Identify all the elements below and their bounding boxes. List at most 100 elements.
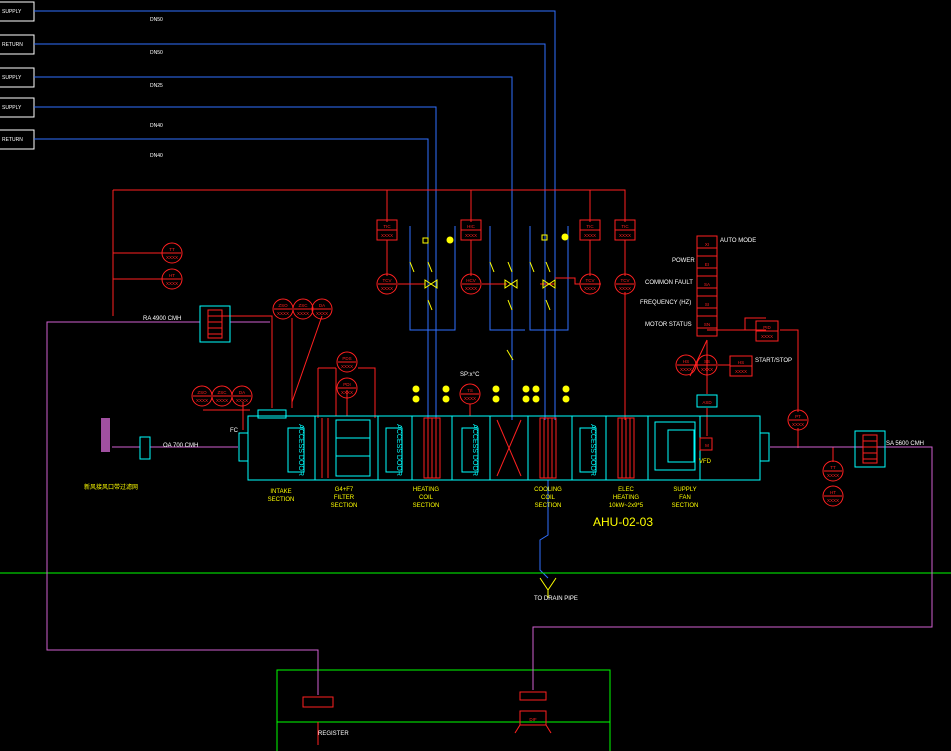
access-door-label: ACCESS DOOR — [297, 424, 304, 476]
section-heating-l3: SECTION — [413, 503, 440, 509]
tt-value: XXXX — [827, 473, 839, 478]
zso-tag: ZSO — [197, 390, 207, 395]
drain-label: TO DRAIN PIPE — [534, 596, 578, 602]
tcv-value: XXXX — [619, 286, 631, 291]
section-intake-l2: SECTION — [268, 497, 295, 503]
ahu-internals — [287, 419, 696, 477]
da-tag: DA — [319, 303, 325, 308]
zso-value: XXXX — [196, 398, 208, 403]
section-heating-l1: HEATING — [413, 487, 440, 493]
control-valves — [409, 233, 570, 598]
return-airflow: RA 4900 CMH — [143, 316, 181, 322]
status-code: SI — [705, 302, 709, 307]
tic-value: XXXX — [381, 233, 393, 238]
section-cooling-l3: SECTION — [535, 503, 562, 509]
zso-value: XXXX — [277, 311, 289, 316]
da-value: XXXX — [316, 311, 328, 316]
access-door-label: ACCESS DOOR — [589, 424, 596, 476]
section-elec-l2: HEATING — [613, 495, 640, 501]
pdi-value: XXXX — [341, 390, 353, 395]
pid-tag: PID — [763, 325, 771, 330]
tcv-value: XXXX — [584, 286, 596, 291]
status-labels: AUTO MODE POWER COMMON FAULT FREQUENCY (… — [640, 238, 756, 328]
section-fan-l2: FAN — [679, 495, 691, 501]
pt-value: XXXX — [792, 422, 804, 427]
ts-value: XXXX — [464, 396, 476, 401]
water-pipes — [34, 10, 569, 579]
pt-tag: PT — [795, 414, 801, 419]
register-label: REGISTER — [318, 731, 349, 737]
hs-box-value: XXXX — [735, 369, 747, 374]
status-point-label: POWER — [672, 258, 695, 264]
pds-value: XXXX — [341, 364, 353, 369]
tt-tag: TT — [830, 465, 836, 470]
outdoor-airflow: OA 700 CMH — [163, 443, 198, 449]
dif-tag: DIF — [529, 717, 537, 722]
section-cooling-l2: COIL — [541, 495, 556, 501]
tt-value: XXXX — [166, 255, 178, 260]
ahu-tag: AHU-02-03 — [593, 515, 653, 529]
section-heating-l2: COIL — [419, 495, 434, 501]
hic-tag: HIC — [467, 224, 476, 229]
pipe-size-2: DN50 — [150, 50, 163, 56]
hs-value: XXXX — [680, 367, 692, 372]
ts-tag: TS — [467, 388, 473, 393]
pipe-label-1: SUPPLY — [2, 9, 22, 15]
section-labels: INTAKE SECTION G4+F7 FILTER SECTION HEAT… — [268, 487, 699, 509]
motor-tag: M — [705, 443, 709, 448]
vfd-label: VFD — [699, 459, 712, 465]
ahu-body — [139, 305, 886, 481]
tcv-tag: TCV — [621, 278, 630, 283]
section-elec-l1: ELEC — [618, 487, 634, 493]
status-code: EI — [705, 262, 709, 267]
zsc-value: XXXX — [297, 311, 309, 316]
start-stop-label: START/STOP — [755, 358, 792, 364]
coils — [207, 309, 878, 726]
hic-value: XXXX — [465, 233, 477, 238]
ht-tag: HT — [830, 490, 836, 495]
status-point-label: MOTOR STATUS — [645, 322, 692, 328]
hs-tag: HS — [683, 359, 689, 364]
zso-tag: ZSO — [278, 303, 288, 308]
pipe-label-4: SUPPLY — [2, 105, 22, 111]
ht-value: XXXX — [166, 281, 178, 286]
pipe-size-3: DN25 — [150, 83, 163, 89]
status-point-label: FREQUENCY (HZ) — [640, 300, 691, 306]
pdi-tag: PDI — [343, 382, 351, 387]
setpoint: SP:x°C — [460, 372, 480, 378]
air-ducts — [46, 321, 933, 695]
section-filter-l1: G4+F7 — [335, 487, 354, 493]
pipe-header-labels: SUPPLY RETURN SUPPLY SUPPLY RETURN — [2, 9, 23, 143]
asd-tag: ASD — [702, 400, 712, 405]
tcv-value: XXXX — [381, 286, 393, 291]
tcv-tag: TCV — [586, 278, 595, 283]
section-filter-l3: SECTION — [331, 503, 358, 509]
floor-lines — [0, 572, 951, 751]
section-fan-l1: SUPPLY — [673, 487, 696, 493]
status-code: SN — [704, 322, 710, 327]
status-code: XI — [705, 242, 709, 247]
diffuser-arrows — [317, 722, 552, 745]
intake-note: 新风接风口带过滤网 — [84, 483, 138, 491]
fc-label: FC — [230, 428, 239, 434]
supply-airflow: SA 5600 CMH — [886, 441, 924, 447]
zsc-tag: ZSC — [218, 390, 228, 395]
section-elec-l3: 10kW~2x9*5 — [609, 503, 644, 509]
access-door-label: ACCESS DOOR — [395, 424, 402, 476]
tic-value: XXXX — [584, 233, 596, 238]
status-code: SA — [704, 282, 710, 287]
pipe-label-5: RETURN — [2, 137, 23, 143]
zsc-tag: ZSC — [299, 303, 309, 308]
hcv-value: XXXX — [465, 286, 477, 291]
access-doors: ACCESS DOOR ACCESS DOOR ACCESS DOOR ACCE… — [297, 424, 596, 476]
tt-tag: TT — [169, 247, 175, 252]
tic-value: XXXX — [619, 233, 631, 238]
control-wiring — [112, 189, 834, 462]
hs-box-tag: HS — [738, 360, 744, 365]
ht-tag: HT — [169, 273, 175, 278]
tic-tag: TIC — [383, 224, 391, 229]
instruments — [161, 219, 844, 507]
pipe-label-3: SUPPLY — [2, 75, 22, 81]
ss-value: XXXX — [701, 367, 713, 372]
